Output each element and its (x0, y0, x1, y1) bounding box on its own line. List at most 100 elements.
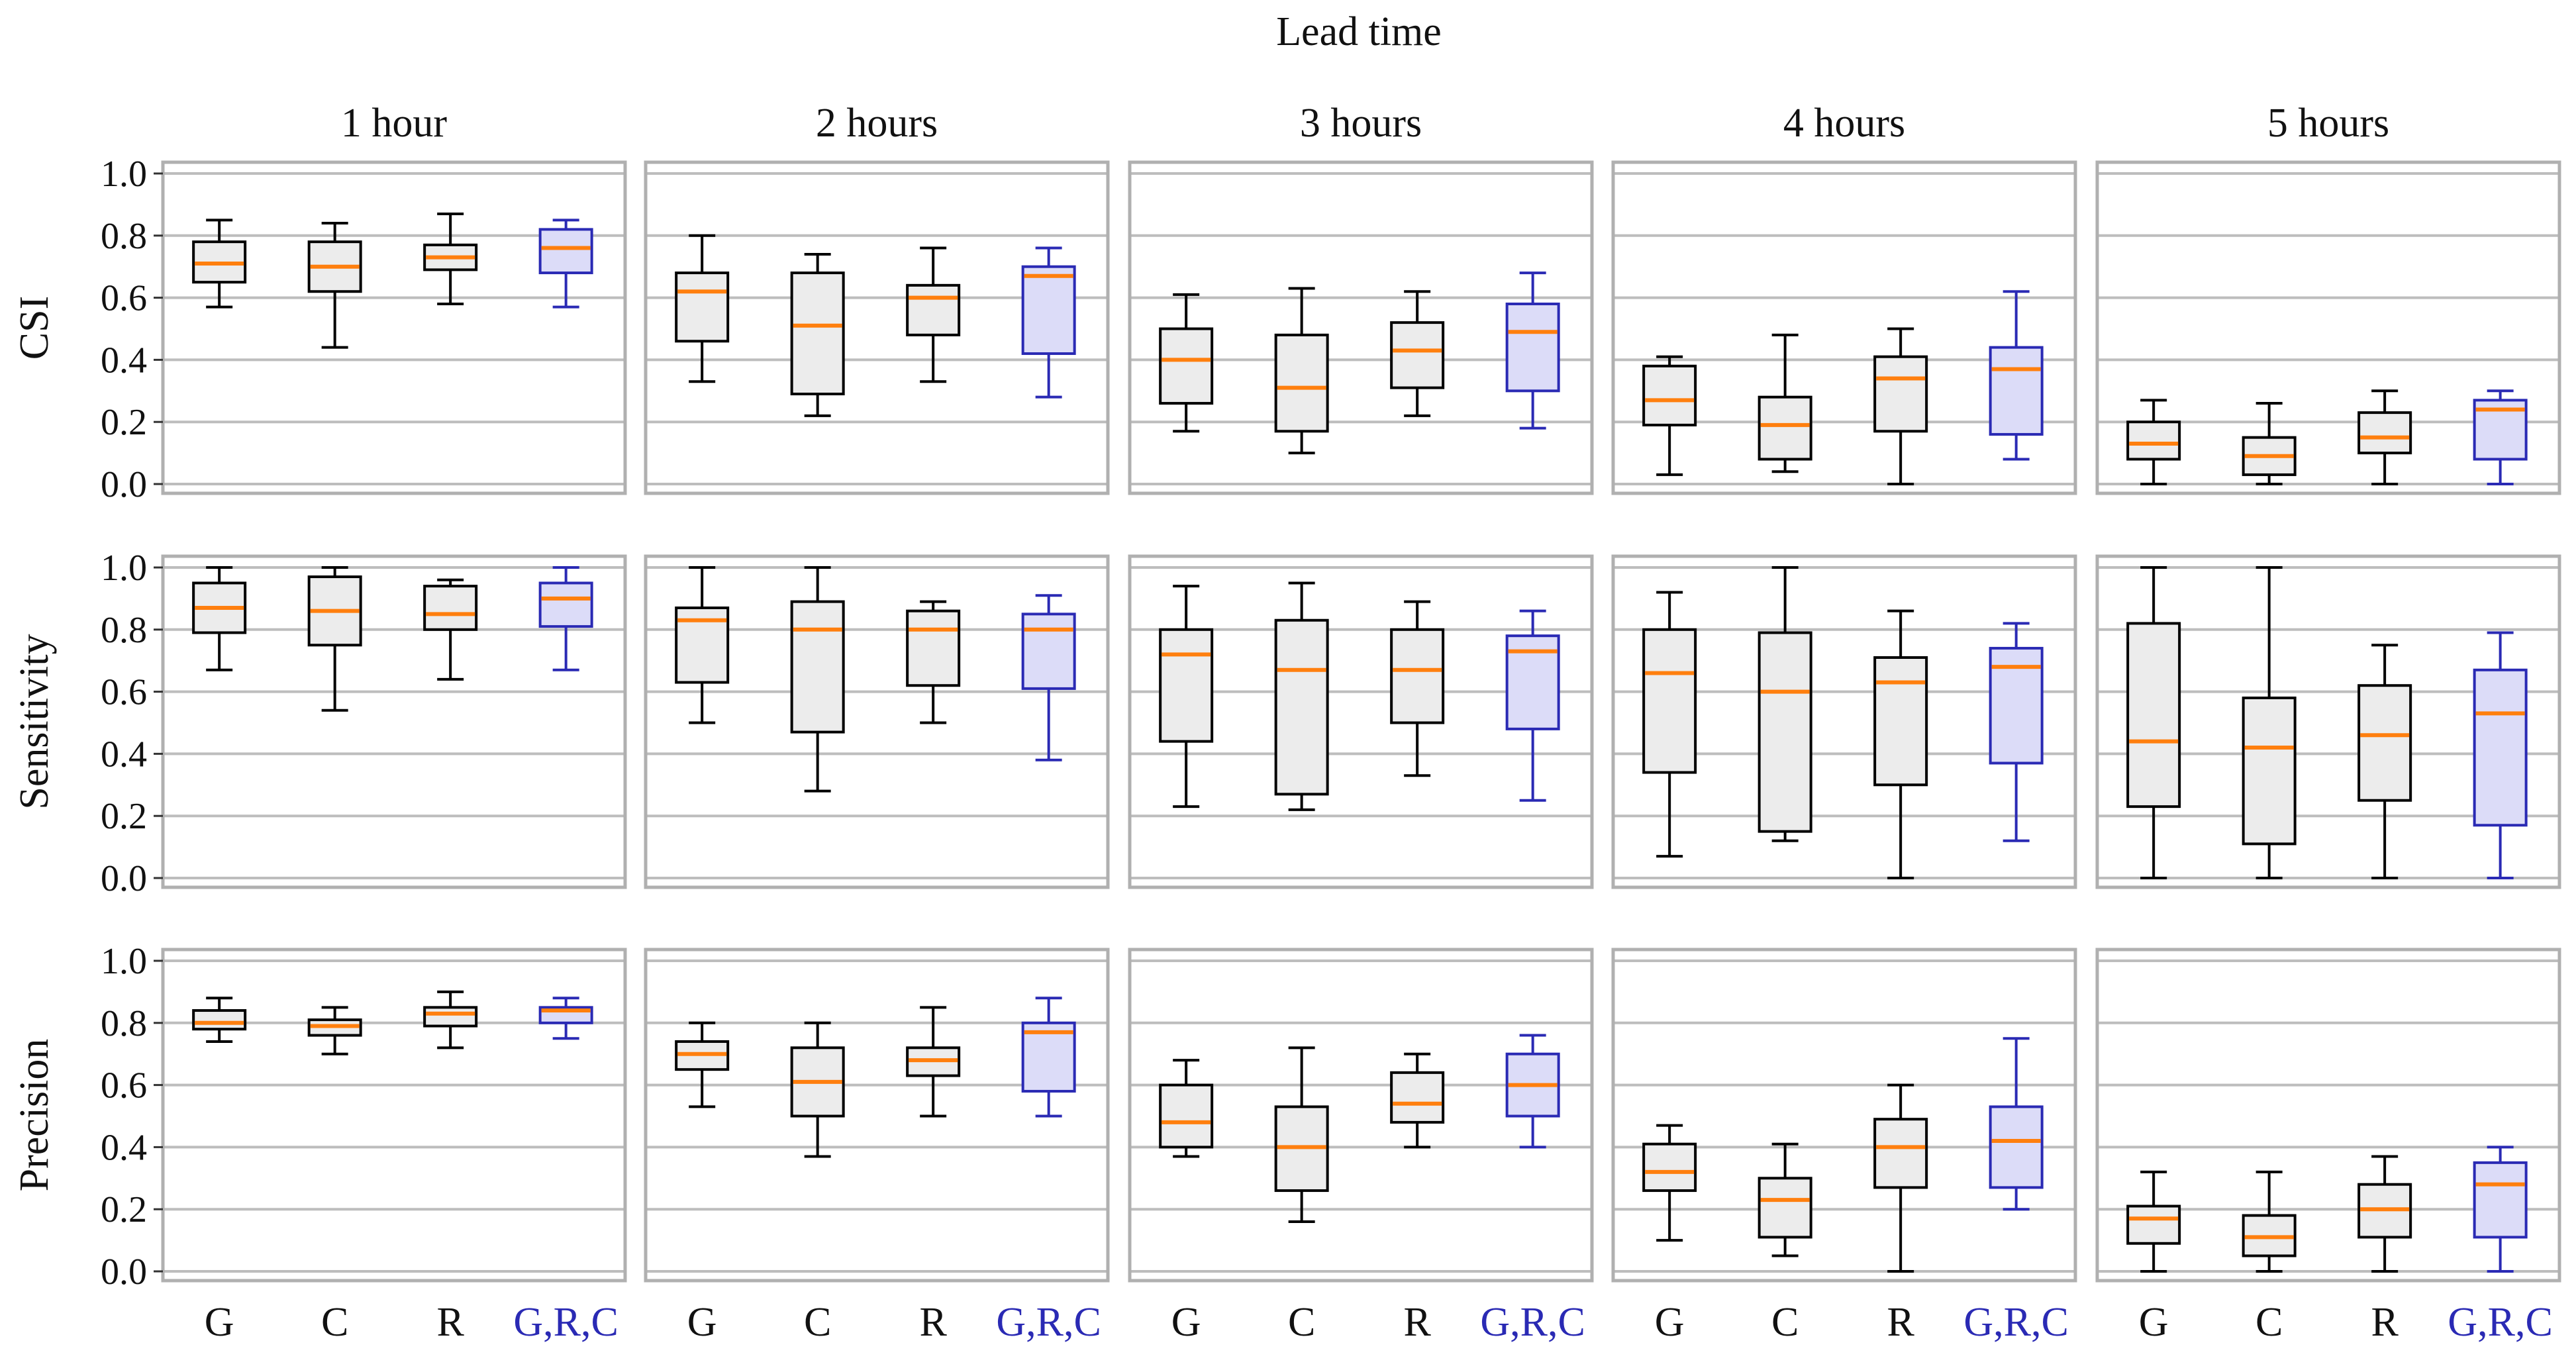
box-csi-4-hours-c-iqr (1758, 395, 1812, 461)
x-tick-label-2-hours-r: R (919, 1300, 947, 1345)
column-title-1-hour: 1 hour (341, 101, 448, 146)
y-tick-label: 0.4 (101, 1127, 147, 1168)
panel-frame (644, 554, 1110, 889)
x-tick-label-2-hours-c: C (804, 1300, 831, 1345)
y-tick-label: 0.0 (101, 464, 147, 505)
panel-frame (1611, 554, 2077, 889)
panel-frame (1611, 160, 2077, 495)
box-sensitivity-5-hours-g-r-c-iqr (2473, 668, 2528, 827)
y-axis-label-precision: Precision (12, 1039, 57, 1192)
panel-frame (2095, 160, 2561, 495)
y-tick-label: 0.0 (101, 1251, 147, 1293)
box-sensitivity-3-hours-r-iqr (1390, 628, 1445, 724)
x-tick-label-2-hours-g-r-c: G,R,C (996, 1300, 1101, 1345)
box-csi-1-hour-g-r-c-iqr (538, 228, 593, 275)
y-tick-label: 0.2 (101, 402, 147, 443)
y-tick-label: 0.8 (101, 1003, 147, 1044)
box-sensitivity-4-hours-c-iqr (1758, 631, 1812, 833)
box-precision-5-hours-g-iqr (2126, 1204, 2181, 1245)
box-csi-4-hours-r-iqr (1873, 355, 1928, 433)
x-tick-label-5-hours-g: G (2139, 1300, 2169, 1345)
box-precision-1-hour-g-iqr (192, 1009, 247, 1031)
y-axis-label-csi: CSI (12, 296, 57, 360)
box-sensitivity-4-hours-g-iqr (1642, 628, 1697, 774)
y-tick-label: 0.4 (101, 340, 147, 381)
box-precision-4-hours-r-iqr (1873, 1118, 1928, 1189)
box-precision-3-hours-g-iqr (1159, 1083, 1214, 1149)
x-tick-label-4-hours-g: G (1655, 1300, 1685, 1345)
panel-frame (161, 160, 627, 495)
box-precision-1-hour-r-iqr (423, 1006, 478, 1028)
y-axis-label-sensitivity: Sensitivity (12, 634, 57, 809)
y-tick-label: 0.8 (101, 216, 147, 257)
box-sensitivity-5-hours-r-iqr (2357, 684, 2412, 802)
box-csi-2-hours-r-iqr (906, 283, 961, 336)
box-sensitivity-1-hour-r-iqr (423, 585, 478, 631)
panel-frame (161, 554, 627, 889)
x-tick-label-1-hour-r: R (436, 1300, 464, 1345)
box-sensitivity-2-hours-g-r-c-iqr (1021, 612, 1076, 690)
box-sensitivity-2-hours-r-iqr (906, 609, 961, 687)
box-precision-3-hours-r-iqr (1390, 1071, 1445, 1124)
x-tick-label-1-hour-g: G (205, 1300, 234, 1345)
box-precision-5-hours-g-r-c-iqr (2473, 1161, 2528, 1239)
box-precision-4-hours-g-iqr (1642, 1142, 1697, 1193)
panel-frame (1128, 948, 1594, 1283)
box-sensitivity-5-hours-c-iqr (2242, 696, 2297, 846)
x-tick-label-1-hour-c: C (321, 1300, 348, 1345)
y-tick-label: 0.0 (101, 858, 147, 899)
panel-frame (644, 948, 1110, 1283)
panel-frame (1128, 160, 1594, 495)
box-csi-3-hours-r-iqr (1390, 321, 1445, 389)
box-csi-5-hours-r-iqr (2357, 411, 2412, 455)
x-tick-label-4-hours-g-r-c: G,R,C (1963, 1300, 2068, 1345)
x-tick-label-3-hours-c: C (1288, 1300, 1315, 1345)
x-tick-label-1-hour-g-r-c: G,R,C (513, 1300, 618, 1345)
box-csi-2-hours-g-r-c-iqr (1021, 265, 1076, 356)
y-tick-label: 1.0 (101, 548, 147, 589)
box-sensitivity-5-hours-g-iqr (2126, 622, 2181, 808)
box-csi-2-hours-g-iqr (675, 271, 730, 343)
x-tick-label-3-hours-g-r-c: G,R,C (1480, 1300, 1585, 1345)
y-tick-label: 0.4 (101, 734, 147, 775)
x-tick-label-2-hours-g: G (687, 1300, 717, 1345)
box-precision-4-hours-c-iqr (1758, 1177, 1812, 1239)
column-title-3-hours: 3 hours (1300, 101, 1422, 146)
box-sensitivity-1-hour-g-r-c-iqr (538, 581, 593, 628)
x-tick-label-5-hours-r: R (2371, 1300, 2399, 1345)
panel-frame (644, 160, 1110, 495)
figure-title: Lead time (1276, 9, 1442, 54)
box-precision-2-hours-g-r-c-iqr (1021, 1021, 1076, 1093)
box-csi-4-hours-g-r-c-iqr (1989, 346, 2044, 436)
box-csi-2-hours-c-iqr (790, 271, 845, 395)
box-csi-4-hours-g-iqr (1642, 364, 1697, 426)
x-tick-label-5-hours-c: C (2255, 1300, 2283, 1345)
box-csi-3-hours-g-iqr (1159, 327, 1214, 405)
box-sensitivity-3-hours-g-iqr (1159, 628, 1214, 743)
x-tick-label-4-hours-r: R (1887, 1300, 1914, 1345)
y-tick-label: 0.6 (101, 278, 147, 319)
x-tick-label-3-hours-r: R (1403, 1300, 1431, 1345)
x-tick-label-3-hours-g: G (1171, 1300, 1201, 1345)
y-tick-label: 0.2 (101, 1189, 147, 1230)
panel-frame (161, 948, 627, 1283)
y-tick-label: 0.6 (101, 672, 147, 713)
box-sensitivity-4-hours-r-iqr (1873, 656, 1928, 787)
box-precision-4-hours-g-r-c-iqr (1989, 1105, 2044, 1189)
y-tick-label: 1.0 (101, 941, 147, 982)
panel-frame (2095, 948, 2561, 1283)
y-tick-label: 1.0 (101, 154, 147, 195)
box-sensitivity-3-hours-c-iqr (1274, 618, 1329, 796)
box-csi-5-hours-g-iqr (2126, 420, 2181, 461)
column-title-5-hours: 5 hours (2267, 101, 2389, 146)
box-sensitivity-2-hours-c-iqr (790, 600, 845, 734)
y-tick-label: 0.6 (101, 1065, 147, 1106)
column-title-4-hours: 4 hours (1783, 101, 1905, 146)
box-csi-3-hours-g-r-c-iqr (1505, 302, 1560, 393)
x-tick-label-5-hours-g-r-c: G,R,C (2448, 1300, 2552, 1345)
y-tick-label: 0.2 (101, 796, 147, 837)
column-title-2-hours: 2 hours (816, 101, 938, 146)
panel-frame (1611, 948, 2077, 1283)
y-tick-label: 0.8 (101, 610, 147, 651)
